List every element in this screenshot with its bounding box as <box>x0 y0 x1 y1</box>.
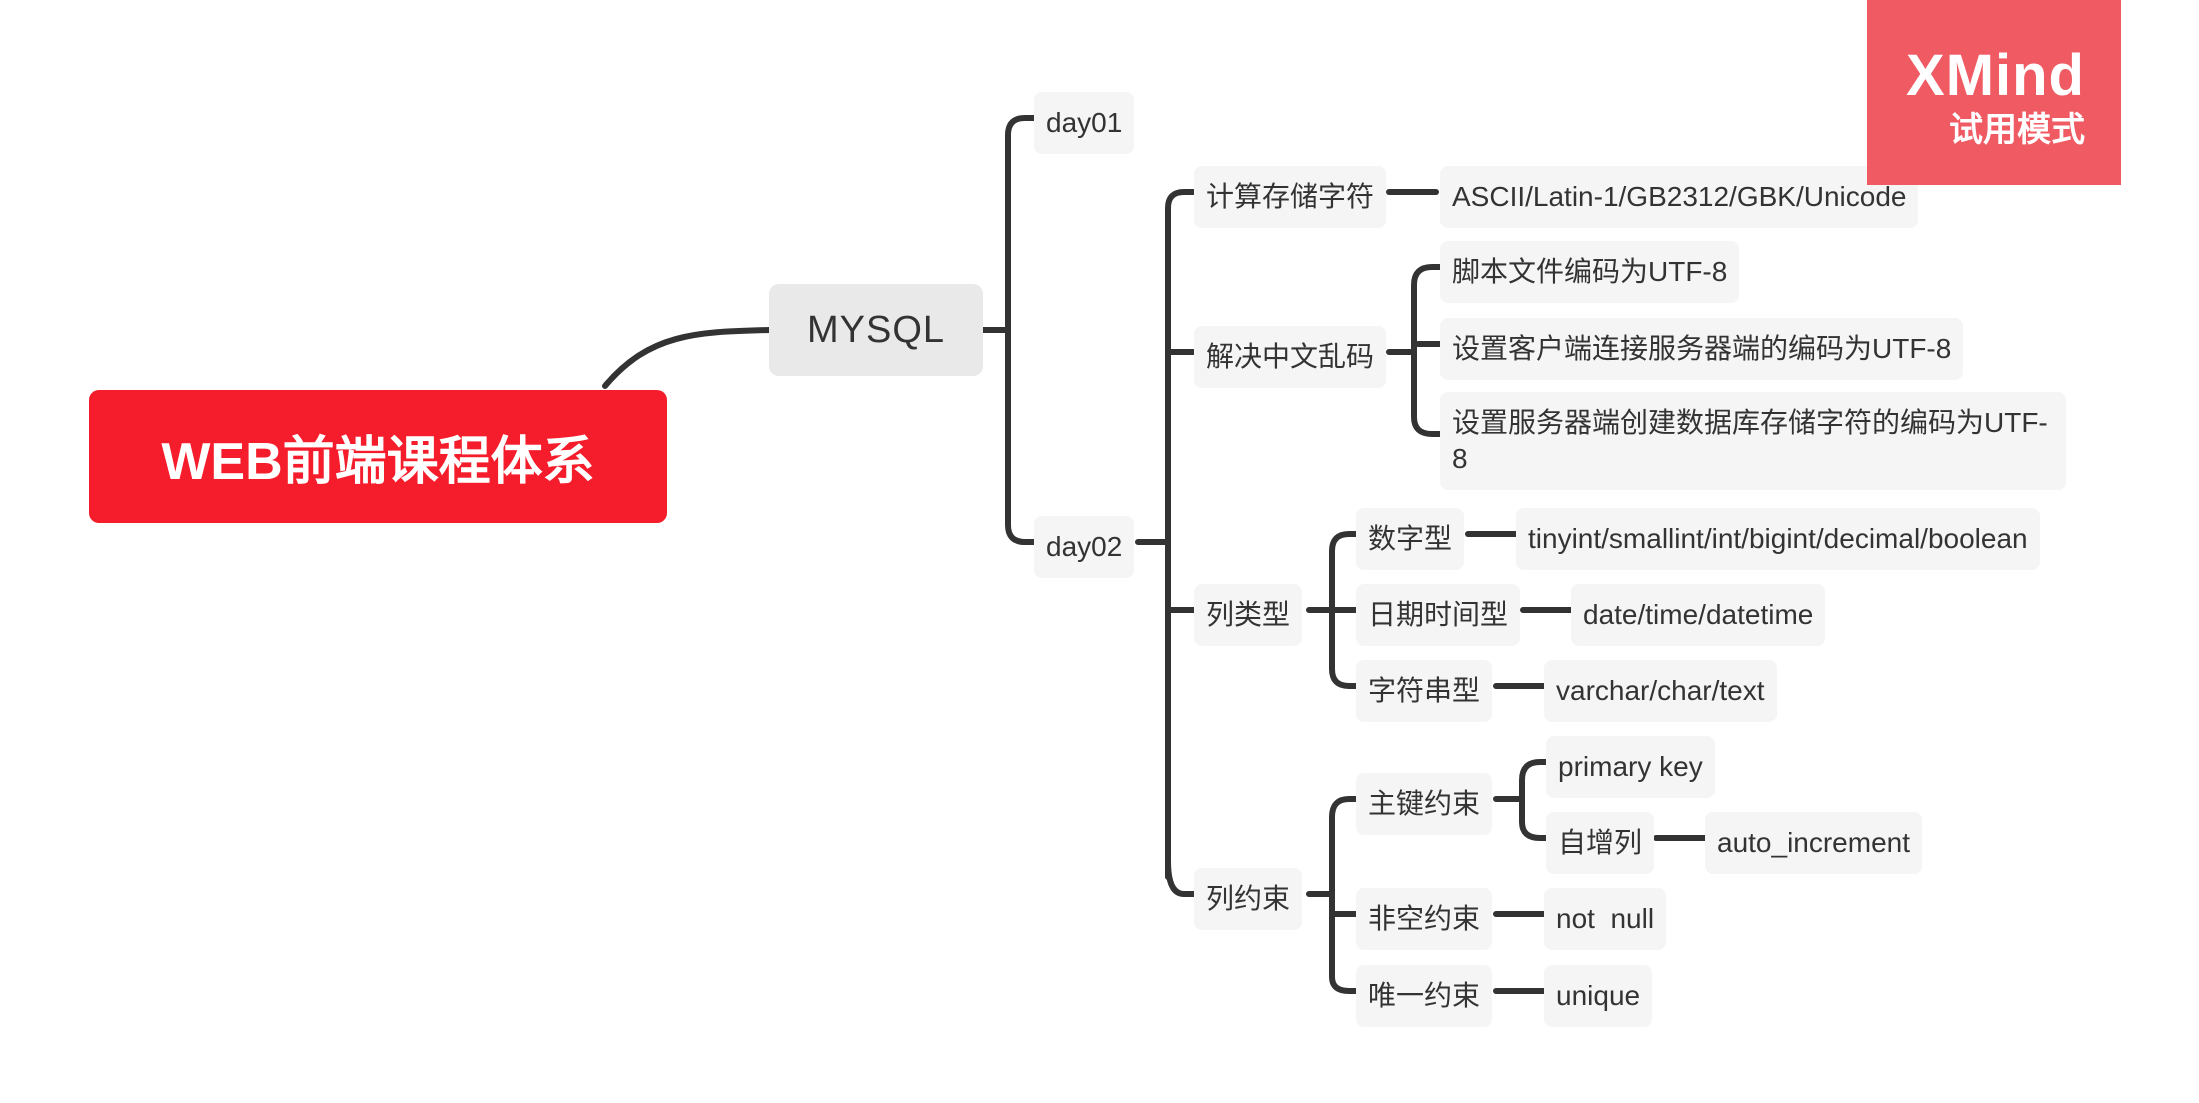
primary-key-topic[interactable]: primary key <box>1546 736 1715 798</box>
unique-topic[interactable]: unique <box>1544 965 1653 1027</box>
garble-item-script[interactable]: 脚本文件编码为UTF-8 <box>1440 241 1740 303</box>
connector-garble <box>1386 264 1443 437</box>
column-type-topic[interactable]: 列类型 <box>1194 584 1303 646</box>
day02-topic[interactable]: day02 <box>1034 516 1135 578</box>
connector-mysql-days <box>980 115 1037 545</box>
calc-storage-topic[interactable]: 计算存储字符 <box>1194 166 1387 228</box>
garble-item-server[interactable]: 设置服务器端创建数据库存储字符的编码为UTF-8 <box>1440 392 2066 490</box>
watermark-mode: 试用模式 <box>1949 111 2085 149</box>
root-topic[interactable]: WEB前端课程体系 <box>89 390 667 523</box>
unique-constraint-topic[interactable]: 唯一约束 <box>1356 965 1493 1027</box>
string-type-topic[interactable]: 字符串型 <box>1356 660 1493 722</box>
xmind-trial-watermark: XMind 试用模式 <box>1867 0 2121 185</box>
datetime-type-topic[interactable]: 日期时间型 <box>1356 584 1521 646</box>
datetime-values[interactable]: date/time/datetime <box>1571 584 1826 646</box>
string-values[interactable]: varchar/char/text <box>1544 660 1777 722</box>
numeric-type-topic[interactable]: 数字型 <box>1356 508 1465 570</box>
auto-increment-label-topic[interactable]: 自增列 <box>1546 812 1655 874</box>
mysql-topic[interactable]: MYSQL <box>769 284 983 376</box>
connector-day02 <box>1135 189 1197 897</box>
watermark-brand: XMind <box>1906 43 2085 108</box>
auto-increment-topic[interactable]: auto_increment <box>1705 812 1923 874</box>
numeric-values[interactable]: tinyint/smallint/int/bigint/decimal/bool… <box>1516 508 2040 570</box>
connector-constraint <box>1306 796 1359 994</box>
day01-topic[interactable]: day01 <box>1034 92 1135 154</box>
not-null-constraint-topic[interactable]: 非空约束 <box>1356 888 1493 950</box>
garble-item-client[interactable]: 设置客户端连接服务器端的编码为UTF-8 <box>1440 318 1964 380</box>
connector-coltype <box>1306 531 1359 689</box>
primary-key-constraint-topic[interactable]: 主键约束 <box>1356 773 1493 835</box>
not-null-topic[interactable]: not null <box>1544 888 1667 950</box>
connector-pk <box>1493 759 1549 841</box>
connector-root-mysql <box>602 327 772 389</box>
fix-garble-topic[interactable]: 解决中文乱码 <box>1194 326 1387 388</box>
column-constraint-topic[interactable]: 列约束 <box>1194 868 1303 930</box>
encodings-topic[interactable]: ASCII/Latin-1/GB2312/GBK/Unicode <box>1440 166 1919 228</box>
